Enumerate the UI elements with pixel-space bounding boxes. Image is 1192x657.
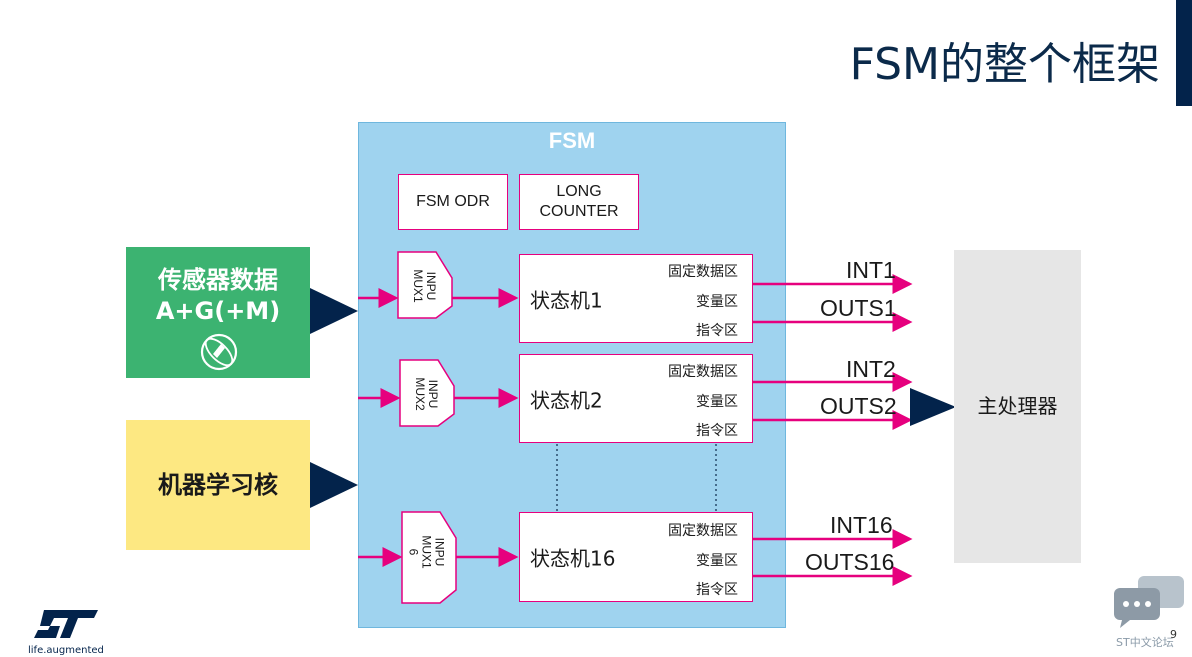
- st-logo-icon: [34, 610, 98, 638]
- mux-shape-2: [399, 359, 455, 427]
- mux-shape-3: [401, 511, 457, 604]
- state-machine-1: 状态机1 固定数据区 变量区 指令区: [519, 254, 753, 343]
- sensor-icon: [200, 333, 238, 371]
- state-machine-16: 状态机16 固定数据区 变量区 指令区: [519, 512, 753, 602]
- mux-1: INPU MUX1: [396, 252, 452, 318]
- state-machine-1-cmd-zone: 指令区: [696, 323, 738, 339]
- main-processor-block: 主处理器: [954, 250, 1081, 563]
- mux-3-line3: 6: [406, 548, 421, 556]
- mux-3: INPU MUX1 6: [400, 512, 456, 603]
- int1-label: INT1: [846, 257, 896, 283]
- state-machine-2-name: 状态机2: [530, 388, 603, 412]
- long-counter-line1: LONG: [556, 183, 602, 200]
- sensor-data-block: 传感器数据 A+G(+M): [126, 247, 310, 378]
- int16-label: INT16: [830, 512, 893, 538]
- int2-label: INT2: [846, 356, 896, 382]
- mux-2-line1: INPU: [426, 379, 440, 409]
- sensor-triangle: [310, 288, 358, 334]
- mlc-label: 机器学习核: [158, 471, 278, 499]
- title-accent-bar: [1176, 0, 1192, 106]
- state-machine-1-name: 状态机1: [530, 288, 603, 312]
- sensor-data-line2: A+G(+M): [155, 297, 281, 325]
- state-machine-16-name: 状态机16: [530, 546, 616, 571]
- state-machine-16-var-zone: 变量区: [696, 553, 738, 569]
- mux-1-line1: INPU: [424, 271, 438, 301]
- mlc-block: 机器学习核: [126, 420, 310, 550]
- forum-chat-icon: [1114, 576, 1184, 628]
- long-counter-line2: COUNTER: [539, 203, 619, 220]
- outs16-label: OUTS16: [805, 549, 895, 575]
- state-machine-1-var-zone: 变量区: [696, 294, 738, 310]
- main-processor-label: 主处理器: [977, 394, 1058, 418]
- outs2-label: OUTS2: [820, 393, 897, 419]
- outs1-label: OUTS1: [820, 295, 897, 321]
- mux-2-line2: MUX2: [413, 377, 427, 411]
- state-machine-16-cmd-zone: 指令区: [696, 582, 738, 598]
- long-counter-box: LONG COUNTER: [519, 174, 639, 230]
- state-machine-2-var-zone: 变量区: [696, 394, 738, 410]
- sensor-data-line1: 传感器数据: [158, 266, 278, 294]
- state-machine-2-fixed-zone: 固定数据区: [668, 364, 738, 380]
- fsm-odr-box: FSM ODR: [398, 174, 508, 230]
- forum-label: ST中文论坛: [1116, 636, 1174, 649]
- page-number: 9: [1170, 628, 1177, 641]
- slide-title: FSM的整个框架: [849, 39, 1160, 90]
- processor-triangle: [910, 388, 956, 426]
- fsm-odr-label: FSM ODR: [416, 193, 490, 210]
- mlc-triangle: [310, 462, 358, 508]
- state-machine-16-fixed-zone: 固定数据区: [668, 523, 738, 539]
- mux-3-line2: MUX1: [419, 535, 434, 569]
- fsm-label: FSM: [548, 128, 596, 153]
- state-machine-1-fixed-zone: 固定数据区: [668, 264, 738, 280]
- st-logo-tagline: life.augmented: [28, 645, 104, 656]
- mux-shape-1: [397, 251, 453, 319]
- mux-2: INPU MUX2: [398, 360, 454, 426]
- mux-1-line2: MUX1: [411, 269, 425, 303]
- state-machine-2-cmd-zone: 指令区: [696, 423, 738, 439]
- state-machine-2: 状态机2 固定数据区 变量区 指令区: [519, 354, 753, 443]
- mux-3-line1: INPU: [432, 537, 447, 567]
